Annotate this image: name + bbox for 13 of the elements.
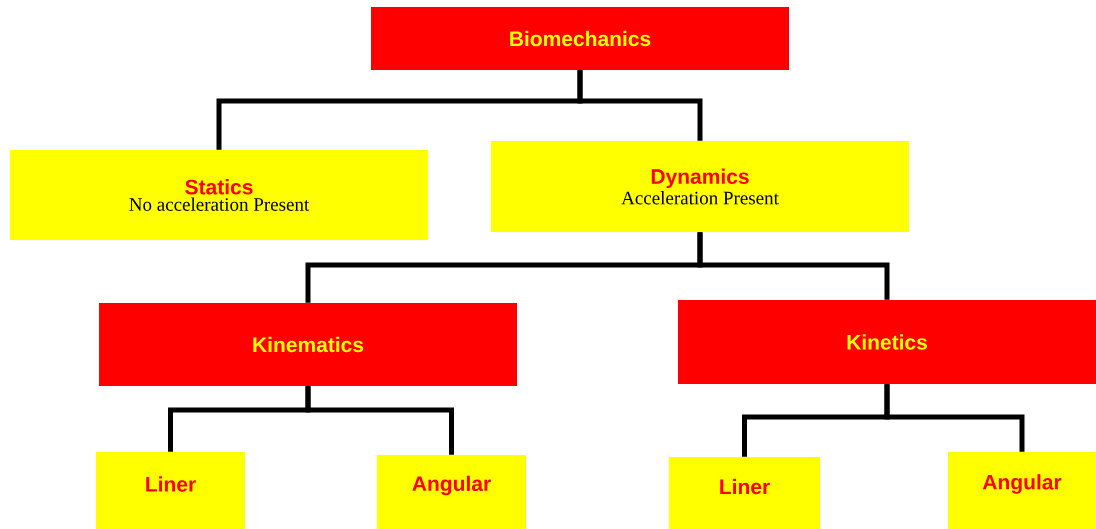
label-box: Liner — [96, 452, 245, 529]
label-box: Statics No acceleration Present — [10, 150, 428, 240]
connector-line — [884, 384, 1025, 452]
connector-line — [577, 70, 703, 141]
label-box: Liner — [669, 457, 820, 529]
heading-box: Biomechanics — [371, 7, 789, 70]
heading-box: Kinetics — [678, 300, 1096, 384]
label-box: Dynamics Acceleration Present — [491, 141, 909, 232]
connector-line — [697, 232, 890, 300]
label-box: Angular — [948, 452, 1096, 529]
heading-box: Kinematics — [99, 303, 517, 386]
label-box: Angular — [377, 455, 526, 529]
connector-line — [305, 386, 454, 455]
